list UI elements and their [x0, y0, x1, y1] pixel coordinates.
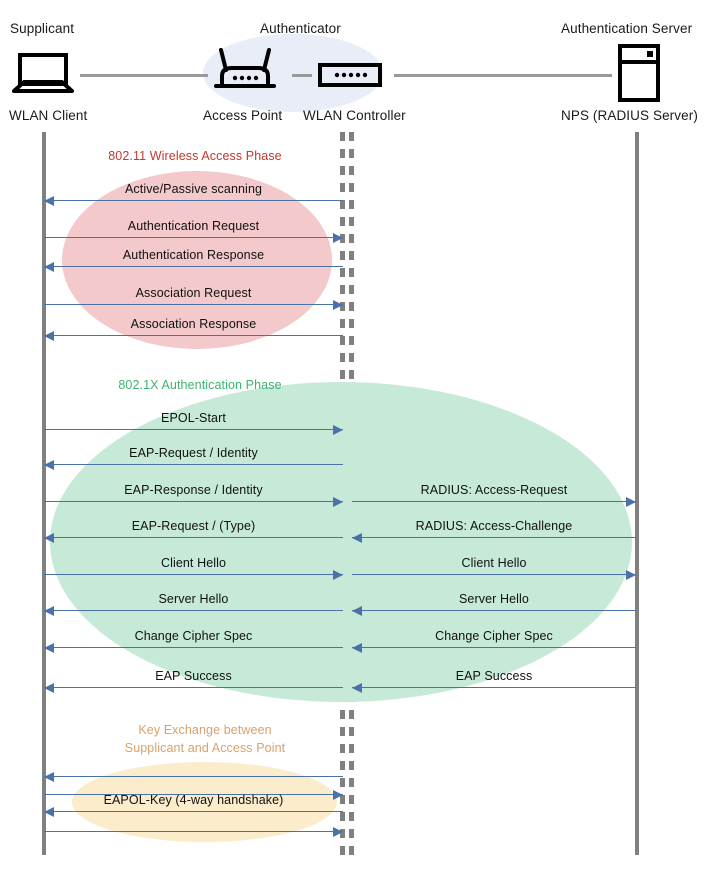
phase-title-wireless-access: 802.11 Wireless Access Phase: [108, 149, 282, 163]
message-label: Client Hello: [461, 556, 527, 570]
arrow-head-left-icon: [44, 261, 54, 272]
message-arrow-line: [44, 811, 343, 812]
arrow-head-left-icon: [44, 806, 54, 817]
arrow-head-right-icon: [333, 826, 343, 837]
message-arrow-line: [44, 335, 343, 336]
actor-role-authentication-server: Authentication Server: [561, 21, 693, 36]
arrow-head-right-icon: [333, 424, 343, 435]
lifeline-wlan-client: [42, 132, 46, 855]
message-label: EPOL-Start: [161, 411, 226, 425]
actor-device-wlan-controller: WLAN Controller: [303, 108, 406, 123]
message-label: EAP Success: [455, 669, 533, 683]
link-ap-controller: [292, 74, 312, 77]
message-arrow-line: [44, 647, 343, 648]
wireless-router-icon: [212, 48, 278, 101]
arrow-head-right-icon: [333, 789, 343, 800]
message-label: Association Response: [130, 317, 257, 331]
message-label: Server Hello: [459, 592, 529, 606]
message-arrow-line: [44, 831, 343, 832]
actor-role-supplicant: Supplicant: [10, 21, 75, 36]
message-label: EAP-Response / Identity: [124, 483, 263, 497]
arrow-head-right-icon: [333, 232, 343, 243]
arrow-head-left-icon: [352, 682, 362, 693]
arrow-head-left-icon: [44, 771, 54, 782]
message-label: EAP-Request / (Type): [131, 519, 256, 533]
actor-role-authenticator: Authenticator: [260, 21, 341, 36]
message-label: RADIUS: Access-Request: [420, 483, 568, 497]
message-arrow-line: [44, 610, 343, 611]
message-arrow-line: [44, 304, 343, 305]
arrow-head-left-icon: [44, 195, 54, 206]
arrow-head-left-icon: [44, 459, 54, 470]
message-label: Change Cipher Spec: [134, 629, 253, 643]
arrow-head-left-icon: [44, 605, 54, 616]
phase-blob-dot1x: [50, 382, 632, 702]
arrow-head-right-icon: [333, 299, 343, 310]
server-rack-icon: [617, 44, 661, 107]
network-switch-icon: [318, 62, 382, 93]
message-label: Association Request: [135, 286, 252, 300]
laptop-icon: [10, 52, 76, 101]
message-arrow-line: [44, 537, 343, 538]
arrow-head-right-icon: [333, 496, 343, 507]
message-label: Client Hello: [160, 556, 227, 570]
arrow-head-left-icon: [44, 532, 54, 543]
message-arrow-line: [44, 237, 343, 238]
message-arrow-line: [44, 776, 343, 777]
message-label: Change Cipher Spec: [435, 629, 553, 643]
message-arrow-line: [352, 501, 636, 502]
message-arrow-line: [44, 200, 343, 201]
actor-device-nps: NPS (RADIUS Server): [561, 108, 698, 123]
message-label: Active/Passive scanning: [124, 182, 263, 196]
arrow-head-left-icon: [352, 605, 362, 616]
arrow-head-left-icon: [44, 642, 54, 653]
link-client-ap: [80, 74, 208, 77]
actor-device-wlan-client: WLAN Client: [9, 108, 88, 123]
message-arrow-line: [352, 537, 636, 538]
message-arrow-line: [352, 574, 636, 575]
message-label: EAP Success: [155, 669, 232, 683]
message-arrow-line: [44, 464, 343, 465]
arrow-head-left-icon: [352, 532, 362, 543]
message-label: Authentication Request: [127, 219, 260, 233]
message-arrow-line: [352, 647, 636, 648]
message-label: RADIUS: Access-Challenge: [415, 519, 573, 533]
link-controller-nps: [394, 74, 612, 77]
message-arrow-line: [44, 501, 343, 502]
authenticator-highlight-blob: [203, 34, 383, 112]
message-arrow-line: [44, 574, 343, 575]
arrow-head-right-icon: [626, 569, 636, 580]
message-label: Authentication Response: [122, 248, 265, 262]
message-arrow-line: [44, 687, 343, 688]
arrow-head-right-icon: [333, 569, 343, 580]
message-arrow-line: [44, 794, 343, 795]
message-arrow-line: [44, 266, 343, 267]
message-arrow-line: [352, 687, 636, 688]
phase-title-key-exchange: Key Exchange between Supplicant and Acce…: [124, 723, 286, 755]
actor-device-access-point: Access Point: [203, 108, 283, 123]
phase-title-dot1x: 802.1X Authentication Phase: [118, 378, 282, 392]
message-label: EAP-Request / Identity: [129, 446, 258, 460]
arrow-head-left-icon: [352, 642, 362, 653]
message-label: EAPOL-Key (4-way handshake): [103, 793, 284, 807]
message-arrow-line: [44, 429, 343, 430]
message-arrow-line: [352, 610, 636, 611]
phase-blob-key-exchange: [72, 762, 337, 842]
arrow-head-right-icon: [626, 496, 636, 507]
arrow-head-left-icon: [44, 682, 54, 693]
arrow-head-left-icon: [44, 330, 54, 341]
message-label: Server Hello: [158, 592, 229, 606]
lifeline-nps: [635, 132, 639, 855]
